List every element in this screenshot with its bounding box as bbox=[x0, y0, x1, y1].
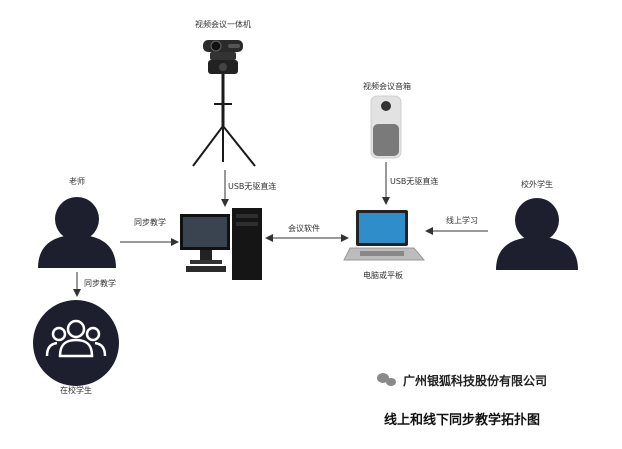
label-camera: 视频会议一体机 bbox=[195, 20, 251, 29]
company-name: 广州银狐科技股份有限公司 bbox=[403, 374, 548, 388]
laptop-icon bbox=[343, 210, 426, 261]
label-remote-to-laptop: 线上学习 bbox=[446, 216, 478, 225]
tripod-icon bbox=[192, 74, 256, 167]
label-teacher: 老师 bbox=[69, 177, 85, 186]
label-speaker: 视频会议音箱 bbox=[363, 82, 411, 91]
desktop-computer-icon bbox=[180, 208, 262, 280]
label-laptop: 电脑或平板 bbox=[363, 271, 403, 280]
label-speaker-usb: USB无驱直连 bbox=[390, 177, 439, 186]
local-students-group-icon bbox=[33, 300, 119, 386]
label-local-students: 在校学生 bbox=[60, 386, 92, 395]
remote-student-person-icon bbox=[496, 198, 578, 270]
teacher-person-icon bbox=[38, 197, 116, 268]
diagram-caption: 线上和线下同步教学拓扑图 bbox=[384, 413, 541, 428]
label-teacher-to-students: 同步教学 bbox=[84, 279, 116, 288]
label-remote-student: 校外学生 bbox=[521, 180, 553, 189]
conference-camera-icon bbox=[203, 40, 243, 74]
conference-speaker-icon bbox=[370, 95, 402, 159]
label-teacher-to-pc: 同步教学 bbox=[134, 218, 166, 227]
label-camera-usb: USB无驱直连 bbox=[228, 182, 277, 191]
wechat-logo-icon bbox=[377, 373, 396, 386]
label-pc-laptop: 会议软件 bbox=[288, 224, 320, 233]
